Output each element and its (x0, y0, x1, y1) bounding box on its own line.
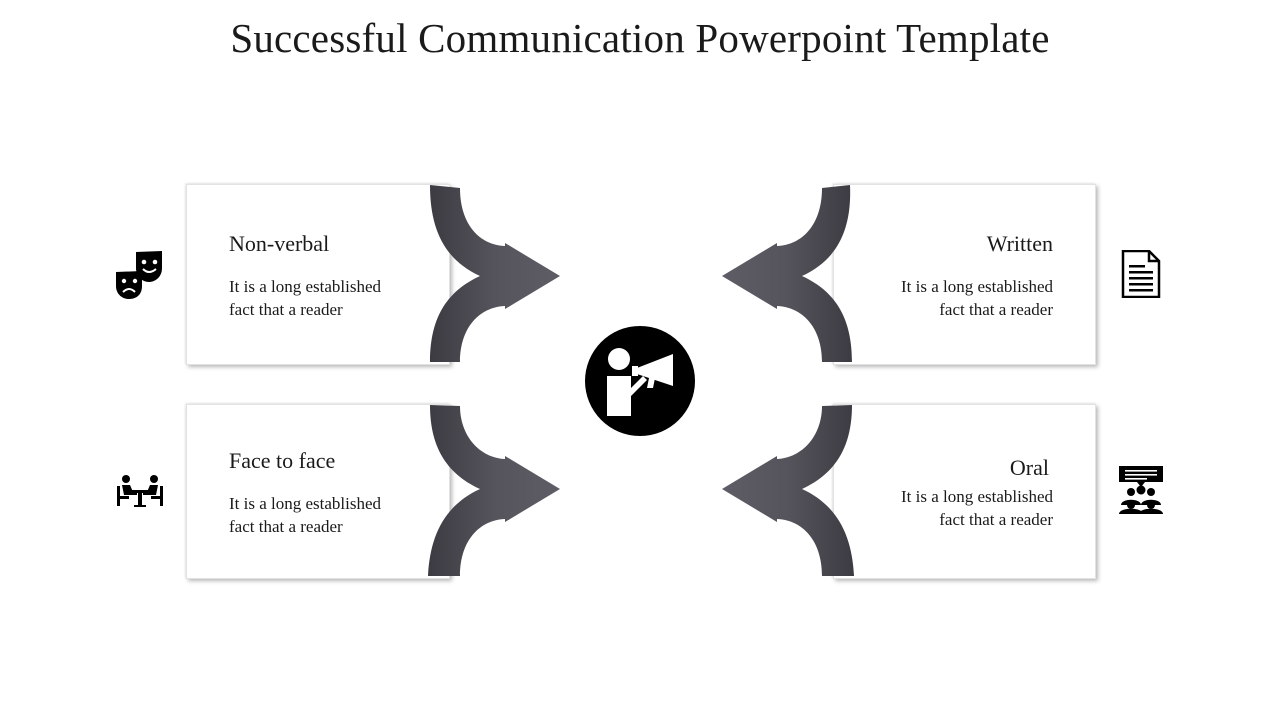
meeting-table-icon (116, 474, 164, 508)
audience-speech-icon (1117, 465, 1165, 515)
slide-title: Successful Communication Powerpoint Temp… (230, 15, 1050, 61)
theater-masks-icon (114, 250, 166, 300)
card-face-to-face: Face to face It is a long established fa… (186, 404, 450, 579)
card-text-face-to-face: It is a long established fact that a rea… (229, 492, 429, 538)
megaphone-speaker-icon (585, 326, 695, 436)
card-nonverbal: Non-verbal It is a long established fact… (186, 184, 450, 365)
arrow-face-to-face (428, 405, 560, 576)
card-text-line: fact that a reader (939, 300, 1053, 319)
arrow-nonverbal (430, 185, 560, 362)
card-title-written: Written (986, 231, 1053, 256)
arrow-oral (722, 405, 854, 576)
card-oral: Oral It is a long established fact that … (833, 404, 1096, 579)
card-text-written: It is a long established fact that a rea… (853, 275, 1053, 321)
card-written: Written It is a long established fact th… (833, 184, 1096, 365)
card-title-nonverbal: Non-verbal (229, 231, 330, 256)
card-text-nonverbal: It is a long established fact that a rea… (229, 275, 429, 321)
card-text-line: fact that a reader (229, 517, 343, 536)
document-icon (1121, 249, 1161, 299)
card-text-oral: It is a long established fact that a rea… (853, 485, 1053, 531)
arrow-written (722, 185, 852, 362)
card-text-line: fact that a reader (229, 300, 343, 319)
card-title-oral: Oral (1009, 455, 1049, 480)
card-text-line: fact that a reader (939, 510, 1053, 529)
card-text-line: It is a long established (229, 277, 382, 296)
card-title-face-to-face: Face to face (229, 448, 336, 473)
card-text-line: It is a long established (900, 277, 1053, 296)
card-text-line: It is a long established (229, 494, 382, 513)
card-text-line: It is a long established (900, 487, 1053, 506)
